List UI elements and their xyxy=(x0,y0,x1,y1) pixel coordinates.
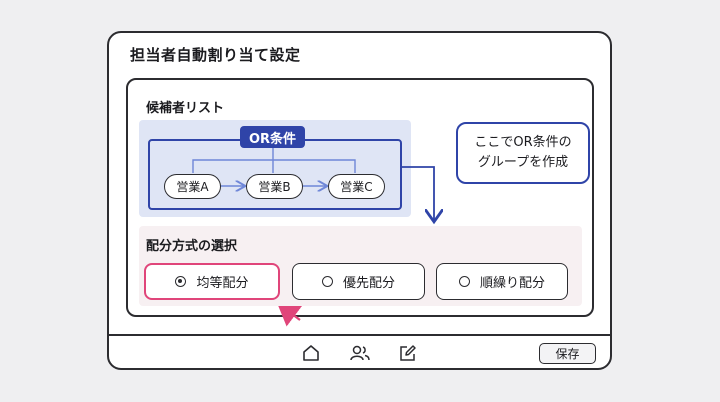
radio-selected-icon xyxy=(175,276,187,287)
users-icon[interactable] xyxy=(349,342,371,364)
candidates-heading: 候補者リスト xyxy=(146,101,225,116)
main-panel xyxy=(126,78,594,317)
callout-line-2: グループを作成 xyxy=(477,155,569,170)
candidate-pill-b[interactable]: 営業B xyxy=(246,174,303,199)
radio-priority-distribution[interactable]: 優先配分 xyxy=(292,263,425,300)
radio-label: 順繰り配分 xyxy=(479,276,545,291)
radio-round-robin-distribution[interactable]: 順繰り配分 xyxy=(436,263,568,300)
footer-divider xyxy=(109,334,610,336)
candidate-pill-a[interactable]: 営業A xyxy=(164,174,221,199)
tooltip-callout: ここでOR条件の グループを作成 xyxy=(456,122,590,184)
home-icon[interactable] xyxy=(300,342,322,364)
or-condition-label: OR条件 xyxy=(240,126,305,148)
radio-label: 優先配分 xyxy=(342,276,395,291)
edit-icon[interactable] xyxy=(397,342,419,364)
window-title: 担当者自動割り当て設定 xyxy=(130,46,301,64)
save-button[interactable]: 保存 xyxy=(539,343,596,364)
candidate-pill-c[interactable]: 営業C xyxy=(328,174,385,199)
radio-equal-distribution[interactable]: 均等配分 xyxy=(144,263,280,300)
radio-empty-icon xyxy=(321,276,333,287)
callout-line-1: ここでOR条件の xyxy=(474,135,572,150)
method-heading: 配分方式の選択 xyxy=(146,239,238,254)
radio-label: 均等配分 xyxy=(196,276,249,291)
radio-empty-icon xyxy=(458,276,470,287)
